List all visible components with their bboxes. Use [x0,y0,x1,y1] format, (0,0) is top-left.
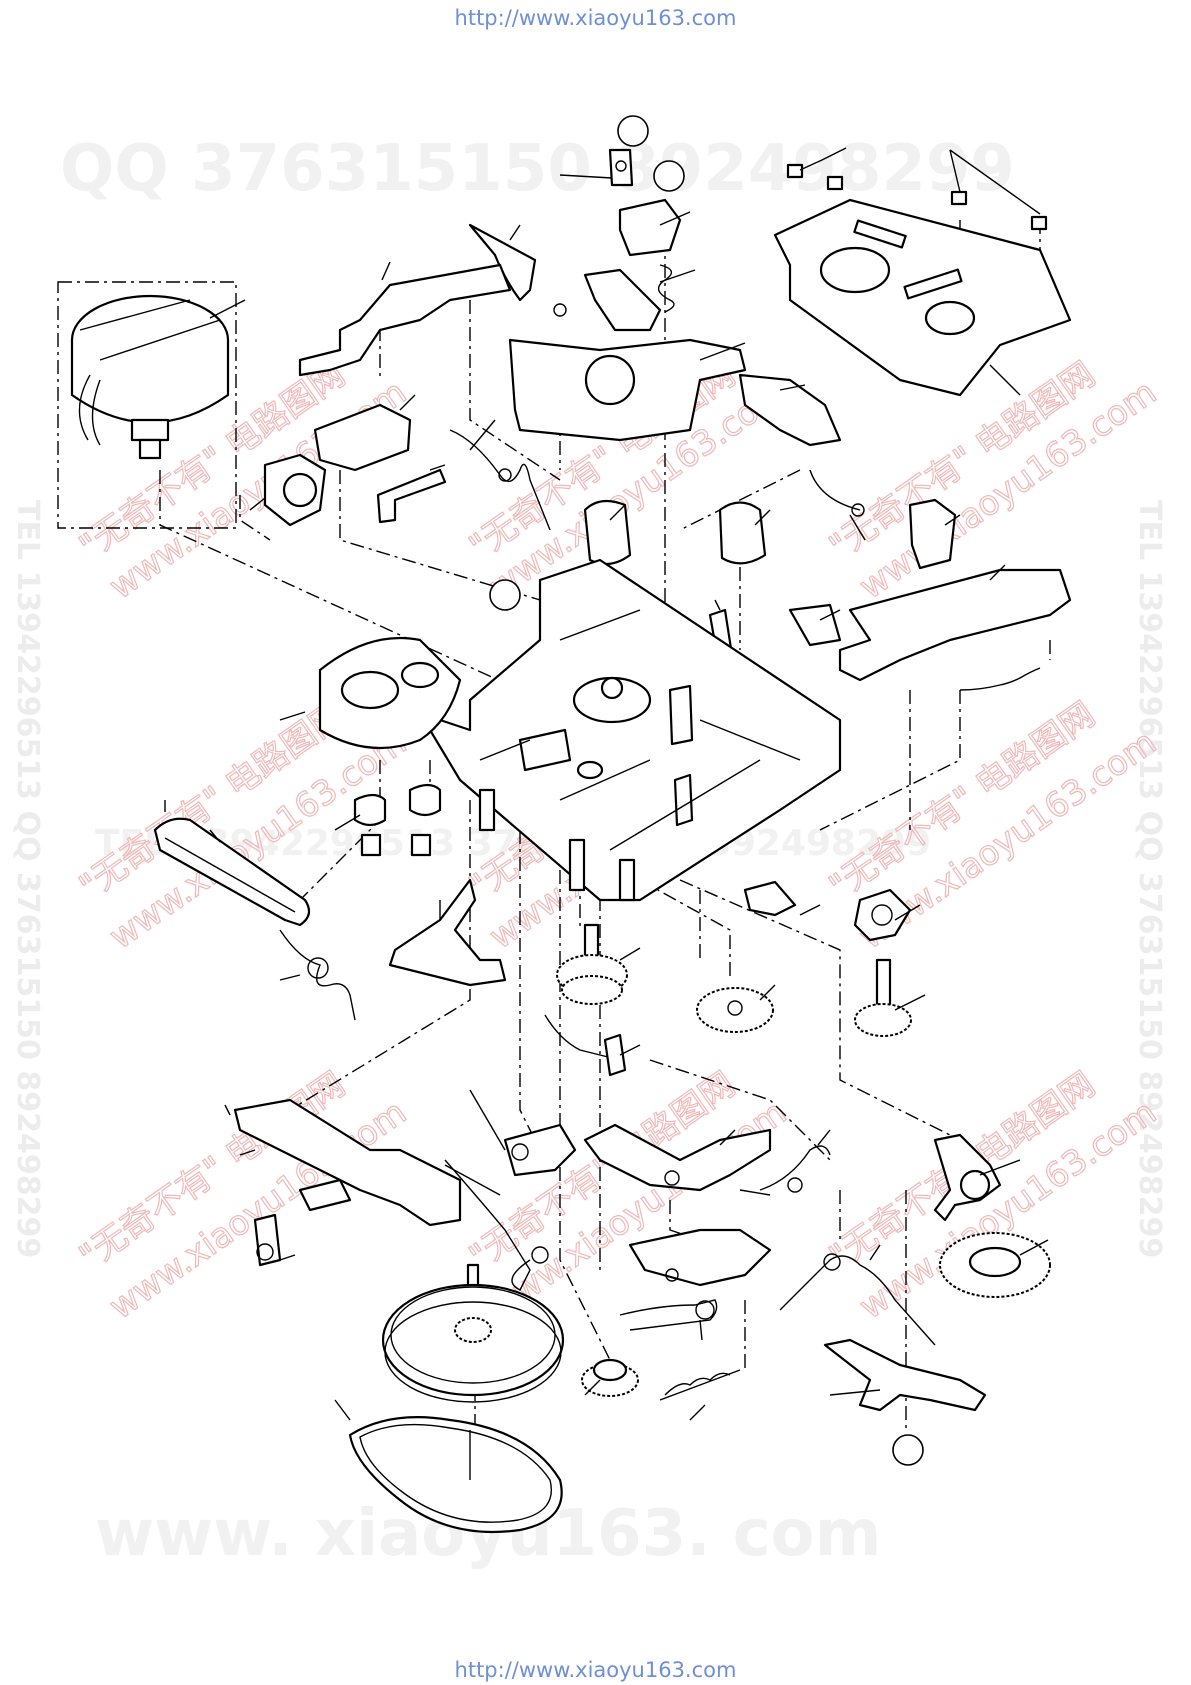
flywheel-and-belt [334,1263,565,1534]
watermark-top-line: QQ 376315150 892498299 [60,132,1015,206]
left-lower-parts [153,783,507,1021]
callout-marker-4 [892,1434,924,1466]
motor-assembly [57,281,237,529]
watermark-left-vertical: TEL 13942296513 QQ 376315150 892498299 [10,500,45,1258]
callout-marker-1 [617,115,649,147]
source-url-header: http://www.xiaoyu163.com [454,6,737,30]
leader-lines [209,211,1049,1421]
top-screws [786,147,1048,231]
watermark-right-vertical: TEL 13942296513 QQ 376315150 892498299 [1132,500,1167,1258]
top-center-parts [468,148,842,447]
central-gears [544,880,912,1077]
main-chassis [318,558,842,902]
assembly-guide-lines [159,210,1051,1480]
source-url-footer: http://www.xiaoyu163.com [454,1658,737,1682]
callout-markers [489,115,924,1466]
callout-marker-3 [489,579,521,611]
callout-marker-2 [653,160,685,192]
right-side-parts [583,469,1072,691]
top-plate [773,198,1072,397]
lower-left-plates [233,1098,577,1291]
lower-right-parts [581,1123,1051,1412]
upper-left-parts [263,263,551,531]
